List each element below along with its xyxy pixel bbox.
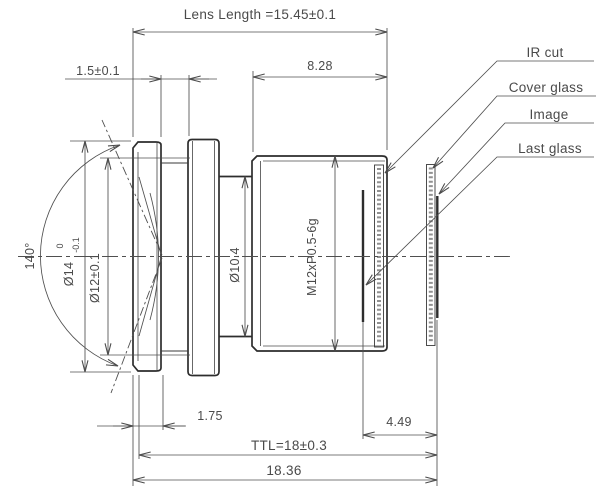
spacer-lines <box>161 162 188 352</box>
dim-ring-gap-text: 1.5±0.1 <box>76 64 120 78</box>
dim-dia12-text: Ø12±0.1 <box>88 253 102 303</box>
second-ring-outline <box>187 138 220 377</box>
dim-back-focal-text: 4.49 <box>386 415 412 429</box>
dimension-texts: Lens Length =15.45±0.1 1.5±0.1 8.28 1.75… <box>23 7 412 478</box>
front-ring-outline <box>132 141 162 372</box>
dim-barrel-length-text: 8.28 <box>307 59 333 73</box>
dim-dia14-tol-lower: -0.1 <box>71 237 81 253</box>
extension-lines <box>70 28 438 486</box>
dim-overall-text: 18.36 <box>266 463 301 478</box>
thread-root-lines <box>263 160 385 347</box>
label-last-glass: Last glass <box>518 141 582 156</box>
centerlines <box>18 119 510 394</box>
spacer-outline <box>161 162 188 352</box>
label-image: Image <box>529 107 568 122</box>
dim-dia14-text: Ø14 <box>62 262 76 287</box>
dim-dia10-text: Ø10.4 <box>228 247 242 283</box>
leader-last-glass <box>365 156 594 286</box>
inner-detail-lines <box>137 141 385 374</box>
label-ir-cut: IR cut <box>526 45 563 60</box>
leader-image <box>438 122 594 195</box>
leader-cover-glass <box>432 95 596 169</box>
dim-lens-length-text: Lens Length =15.45±0.1 <box>184 7 337 22</box>
part-leaders <box>365 60 596 286</box>
second-ring-chamfer-edges <box>192 141 215 374</box>
lens-body-outlines <box>132 138 388 377</box>
part-label-texts: IR cut Cover glass Image Last glass <box>509 45 584 156</box>
ir-cut-outline <box>374 164 384 348</box>
fov-arc <box>40 144 121 367</box>
fov-ray-upper <box>101 119 163 256</box>
label-cover-glass: Cover glass <box>509 80 584 95</box>
cover-glass-part <box>426 164 436 346</box>
fov-ray-lower <box>110 257 163 394</box>
leader-ir-cut <box>384 60 594 174</box>
ir-cut-filter <box>374 164 384 348</box>
dim-thread-text: M12xP0.5-6g <box>305 218 319 296</box>
cover-glass-outline <box>426 164 436 346</box>
dim-dia14-tol-upper: 0 <box>55 243 65 248</box>
dim-fov-text: 140° <box>23 242 37 269</box>
barrel-outline <box>251 155 388 352</box>
dim-ttl-text: TTL=18±0.3 <box>251 438 327 453</box>
dimension-lines <box>40 28 438 484</box>
dim-front-ring-text: 1.75 <box>197 409 223 423</box>
